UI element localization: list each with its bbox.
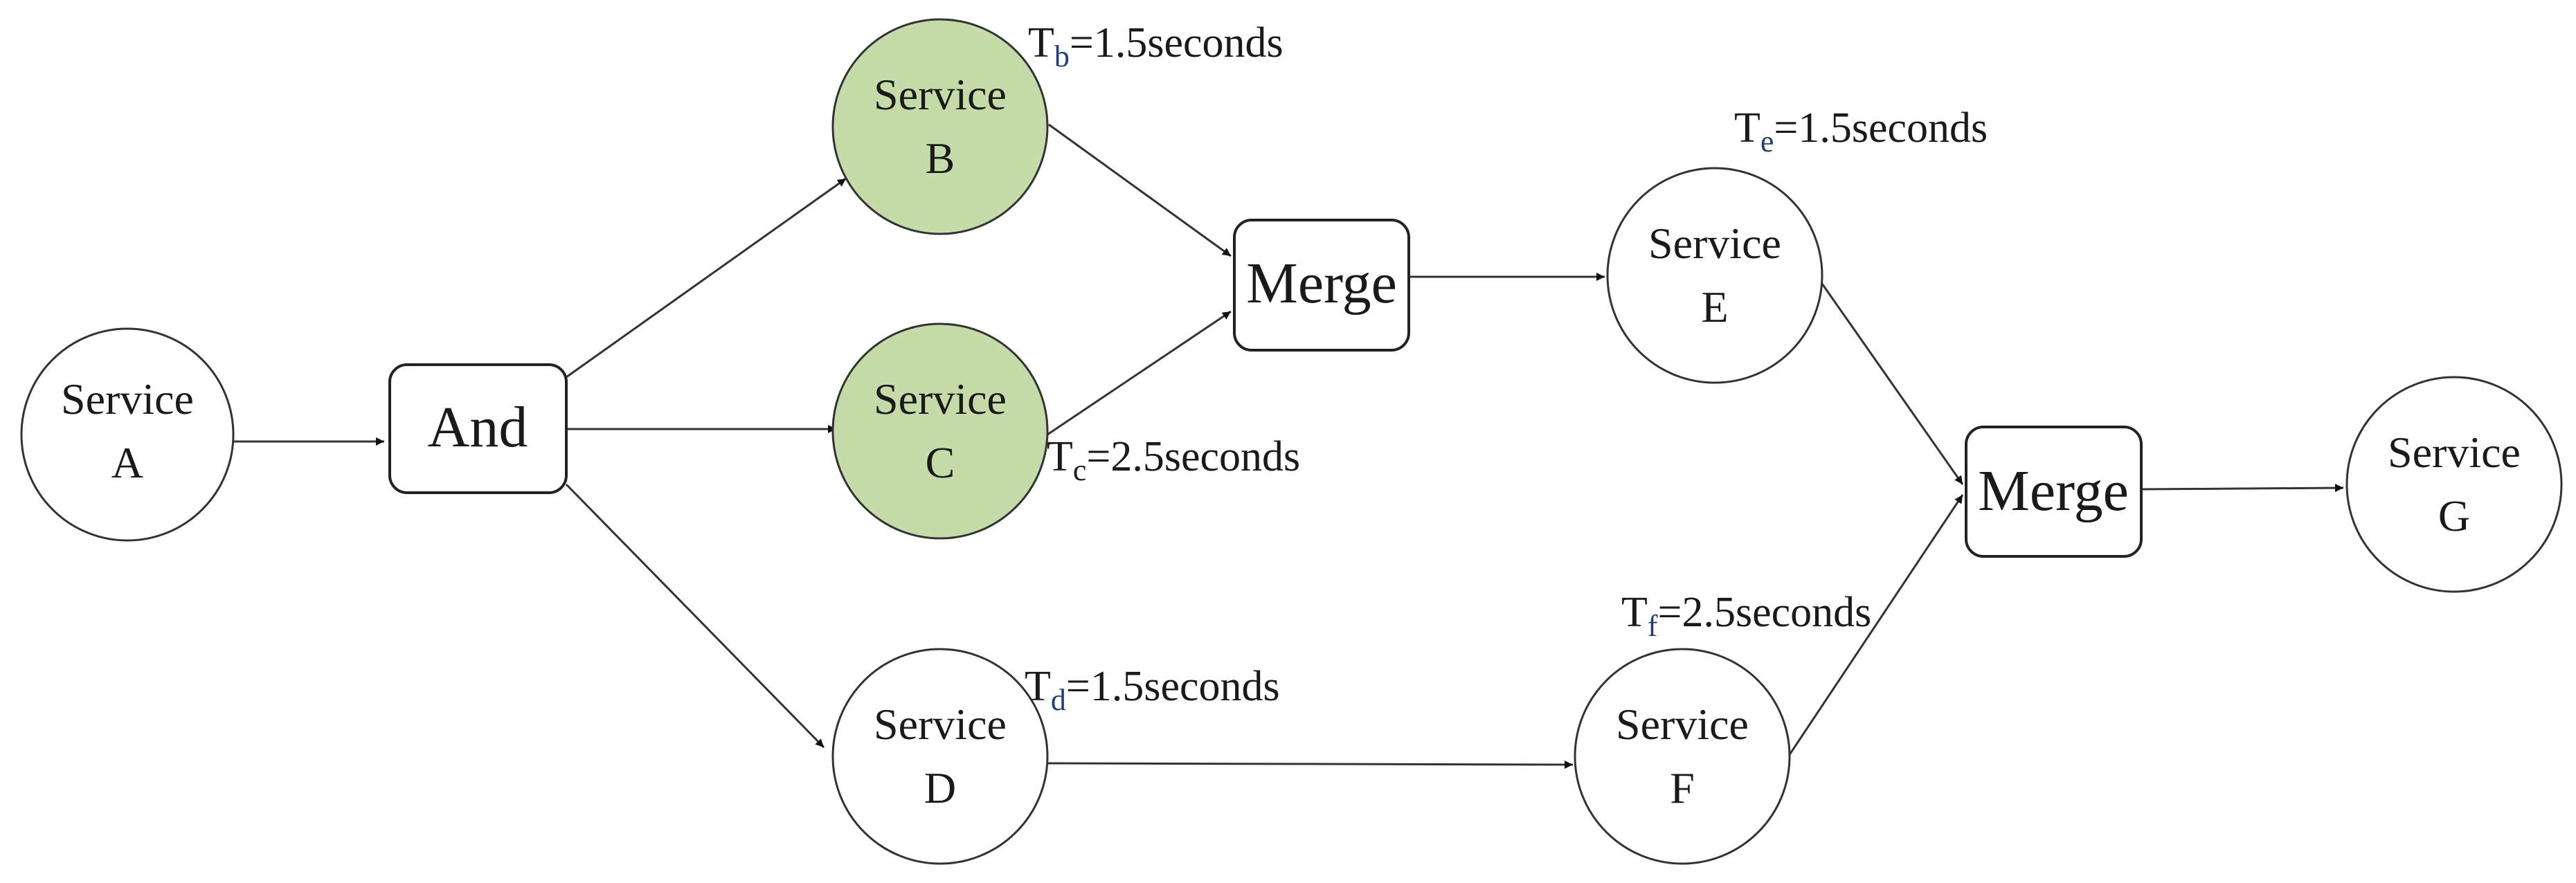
edge-f-to-merge2 <box>1786 494 1964 758</box>
and-gate-label: And <box>428 395 528 459</box>
service-b-line1: Service <box>874 70 1007 119</box>
service-f: Service F <box>1574 648 1791 865</box>
and-gate: And <box>388 363 568 494</box>
merge-gate-2: Merge <box>1965 426 2143 558</box>
edge-merge2-to-g <box>2141 484 2344 493</box>
service-d-line2: D <box>924 763 956 812</box>
service-f-line1: Service <box>1616 700 1749 749</box>
service-e-line2: E <box>1701 282 1728 331</box>
service-b-line2: B <box>926 134 955 183</box>
service-a-line2: A <box>111 438 143 487</box>
service-d: Service D <box>831 648 1049 865</box>
edge-and-to-d <box>565 483 825 749</box>
timing-d-label: Td=1.5seconds <box>1025 663 1280 717</box>
timing-c-label: Tc=2.5seconds <box>1047 433 1300 487</box>
merge-gate-1: Merge <box>1233 219 1410 352</box>
merge-gate-1-label: Merge <box>1246 251 1397 316</box>
edge-c-to-merge1 <box>1045 310 1232 437</box>
service-d-line1: Service <box>874 700 1007 749</box>
service-g-line2: G <box>2438 491 2470 540</box>
service-g-line1: Service <box>2388 428 2521 477</box>
edge-b-to-merge1 <box>1048 123 1232 257</box>
timing-f-label: Tf=2.5seconds <box>1621 589 1871 643</box>
edge-d-to-f <box>1045 760 1574 769</box>
service-c-line1: Service <box>874 374 1007 424</box>
edge-e-to-merge2 <box>1816 276 1964 485</box>
edge-and-to-b <box>566 177 847 379</box>
service-g: Service G <box>2345 376 2563 593</box>
timing-e-label: Te=1.5seconds <box>1734 104 1988 158</box>
service-a-line1: Service <box>61 374 194 424</box>
service-b: Service B <box>831 18 1049 235</box>
edges <box>234 123 2344 769</box>
service-c-line2: C <box>926 438 955 487</box>
merge-gate-2-label: Merge <box>1978 459 2129 523</box>
service-f-line2: F <box>1670 763 1695 812</box>
service-e-line1: Service <box>1648 219 1781 268</box>
timing-b-label: Tb=1.5seconds <box>1028 19 1284 73</box>
service-a: Service A <box>20 327 235 542</box>
service-c: Service C <box>831 322 1049 540</box>
service-e: Service E <box>1606 167 1823 384</box>
